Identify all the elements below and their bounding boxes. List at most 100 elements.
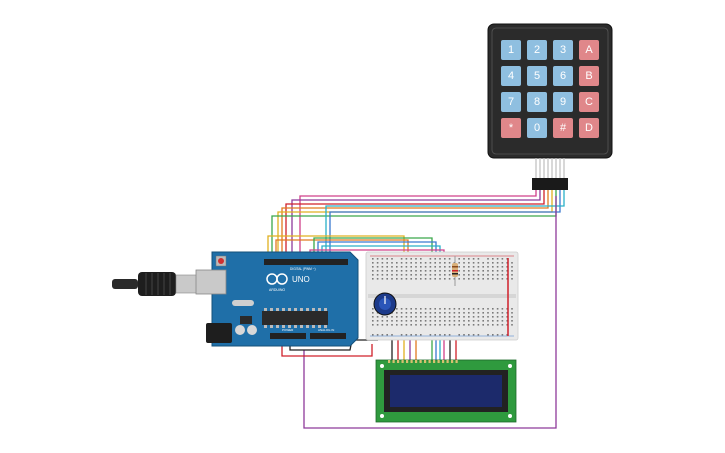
- breadboard-hole: [434, 278, 436, 280]
- breadboard[interactable]: [365, 251, 519, 341]
- breadboard-hole: [472, 324, 475, 326]
- breadboard-hole: [372, 316, 374, 318]
- keypad-key[interactable]: 1: [501, 40, 521, 60]
- breadboard-hole: [458, 308, 460, 310]
- breadboard-hole: [487, 308, 489, 310]
- breadboard-hole: [386, 274, 388, 276]
- breadboard-hole: [444, 320, 446, 322]
- breadboard-hole: [376, 316, 379, 318]
- breadboard-hole: [477, 324, 480, 326]
- breadboard-hole: [487, 316, 489, 318]
- breadboard-hole: [405, 320, 408, 322]
- potentiometer[interactable]: [373, 292, 397, 316]
- breadboard-hole: [472, 258, 475, 260]
- keypad-key-label: 9: [560, 96, 566, 108]
- breadboard-hole: [405, 266, 408, 268]
- lcd-pin: [410, 360, 413, 363]
- wire-keypad-col1[interactable]: [277, 190, 553, 262]
- breadboard-hole: [410, 278, 412, 280]
- breadboard-hole: [477, 262, 480, 264]
- keypad-key[interactable]: 7: [501, 92, 521, 112]
- arduino-uno-board[interactable]: UNO ARDUINO DIGITAL (PWM ~) POWER ANALOG…: [195, 251, 359, 347]
- breadboard-hole: [410, 258, 412, 260]
- wire-keypad-col3[interactable]: [329, 190, 561, 262]
- keypad-key[interactable]: 0: [527, 118, 547, 138]
- breadboard-hole: [429, 270, 432, 272]
- wire-keypad-col4[interactable]: [325, 190, 565, 262]
- keypad-key[interactable]: 6: [553, 66, 573, 86]
- breadboard-hole: [448, 266, 451, 268]
- breadboard-hole: [439, 266, 441, 268]
- breadboard-hole: [396, 324, 398, 326]
- keypad-key-label: *: [509, 122, 514, 134]
- breadboard-hole: [468, 258, 470, 260]
- breadboard-hole: [477, 274, 480, 276]
- breadboard-hole: [424, 278, 427, 280]
- keypad-key[interactable]: 2: [527, 40, 547, 60]
- keypad-key-label: A: [585, 44, 593, 56]
- breadboard-hole: [400, 258, 403, 260]
- breadboard-hole: [458, 274, 460, 276]
- keypad-key[interactable]: 3: [553, 40, 573, 60]
- breadboard-hole: [429, 320, 432, 322]
- wire-keypad-row3[interactable]: [285, 190, 545, 262]
- breadboard-hole: [506, 266, 508, 268]
- crystal: [232, 300, 254, 306]
- breadboard-hole: [458, 262, 460, 264]
- breadboard-hole: [487, 274, 489, 276]
- keypad-key[interactable]: A: [579, 40, 599, 60]
- usb-port: [195, 269, 227, 295]
- breadboard-hole: [424, 324, 427, 326]
- breadboard-hole: [444, 312, 446, 314]
- keypad-key[interactable]: D: [579, 118, 599, 138]
- wire-purple-long[interactable]: [303, 196, 557, 429]
- breadboard-hole: [506, 308, 508, 310]
- breadboard-hole: [429, 262, 432, 264]
- wire-keypad-row1[interactable]: [299, 188, 537, 262]
- wire-keypad-row4[interactable]: [281, 190, 549, 262]
- breadboard-hole: [415, 262, 417, 264]
- breadboard-hole: [424, 274, 427, 276]
- breadboard-hole: [381, 262, 384, 264]
- breadboard-hole: [410, 324, 412, 326]
- breadboard-hole: [511, 270, 513, 272]
- keypad-key[interactable]: *: [501, 118, 521, 138]
- keypad-key[interactable]: 9: [553, 92, 573, 112]
- breadboard-hole: [429, 278, 432, 280]
- breadboard-hole: [386, 270, 388, 272]
- breadboard-hole: [400, 278, 403, 280]
- keypad-key[interactable]: 4: [501, 66, 521, 86]
- breadboard-hole: [439, 320, 441, 322]
- lcd-pin: [388, 360, 391, 363]
- keypad-key[interactable]: 8: [527, 92, 547, 112]
- breadboard-hole: [415, 266, 417, 268]
- breadboard-hole: [492, 334, 494, 336]
- breadboard-hole: [424, 266, 427, 268]
- keypad-key-face: [579, 40, 599, 60]
- keypad-key[interactable]: C: [579, 92, 599, 112]
- breadboard-hole: [444, 316, 446, 318]
- breadboard-hole: [434, 320, 436, 322]
- breadboard-hole: [496, 316, 499, 318]
- wire-red-5v[interactable]: [281, 338, 373, 357]
- breadboard-hole: [424, 262, 427, 264]
- keypad-key[interactable]: #: [553, 118, 573, 138]
- breadboard-hole: [444, 334, 446, 336]
- keypad-key[interactable]: 5: [527, 66, 547, 86]
- breadboard-hole: [410, 316, 412, 318]
- breadboard-hole: [477, 312, 480, 314]
- breadboard-hole: [381, 324, 384, 326]
- lcd-16x2[interactable]: [375, 359, 517, 423]
- wire-keypad-row2[interactable]: [291, 190, 541, 262]
- breadboard-hole: [477, 316, 480, 318]
- voltage-regulator: [240, 316, 252, 324]
- keypad-key-face: [553, 92, 573, 112]
- breadboard-hole: [463, 324, 465, 326]
- keypad-key[interactable]: B: [579, 66, 599, 86]
- power-label: POWER: [282, 328, 294, 332]
- keypad-key-face: [501, 92, 521, 112]
- breadboard-hole: [420, 270, 422, 272]
- breadboard-hole: [448, 278, 451, 280]
- breadboard-hole: [415, 274, 417, 276]
